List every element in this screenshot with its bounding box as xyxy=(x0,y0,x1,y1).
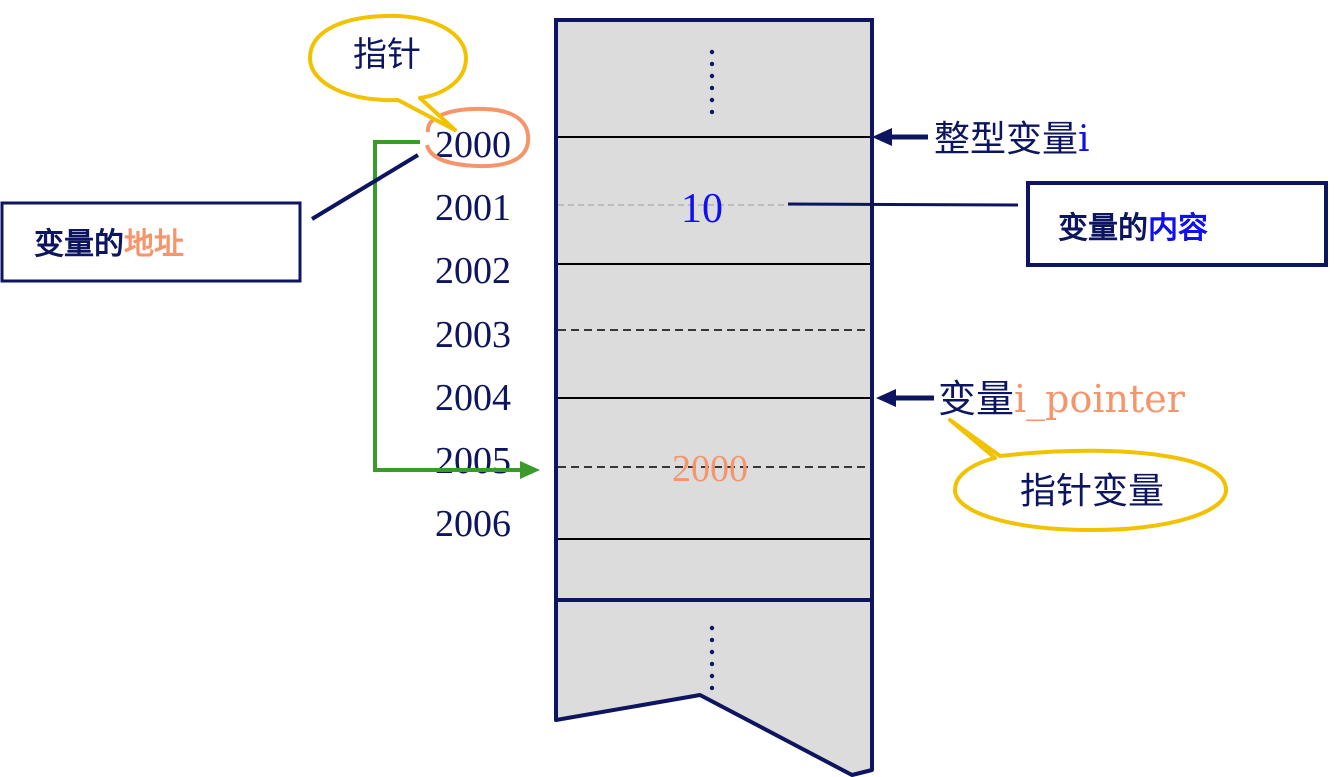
cell-value-i: 10 xyxy=(681,186,723,232)
bubble-pointer-var xyxy=(948,418,1228,532)
memory-block xyxy=(554,18,874,602)
box-address-text: 变量的地址 xyxy=(34,227,184,262)
connector-content xyxy=(787,202,1019,207)
arrowhead-pointer-var xyxy=(876,389,896,407)
arrowhead-green xyxy=(520,461,540,479)
bubble-pointer-var-text: 指针变量 xyxy=(1020,471,1164,512)
address-label: 2000 xyxy=(435,124,511,166)
highlight-circle xyxy=(425,106,531,169)
address-label: 2003 xyxy=(435,314,511,356)
address-label: 2006 xyxy=(435,503,511,545)
box-variable-content xyxy=(1026,181,1328,267)
bubble-pointer xyxy=(308,13,468,132)
connector-address xyxy=(310,153,420,221)
cell-value-pointer: 2000 xyxy=(672,448,748,490)
address-label: 2004 xyxy=(435,377,511,419)
address-label: 2005 xyxy=(435,440,511,482)
box-variable-address xyxy=(0,201,302,283)
address-label: 2002 xyxy=(435,250,511,292)
label-pointer-var: 变量i_pointer xyxy=(938,377,1186,422)
address-bracket-arrow xyxy=(373,140,522,472)
address-labels: 2000 2001 2002 2003 2004 2005 2006 xyxy=(435,124,511,545)
address-label: 2001 xyxy=(435,187,511,229)
ellipsis-bottom xyxy=(709,625,715,691)
arrowhead-int-var xyxy=(872,128,892,146)
box-content-text: 变量的内容 xyxy=(1058,211,1208,246)
ellipsis-top xyxy=(709,49,715,115)
bubble-pointer-text: 指针 xyxy=(353,35,421,75)
label-int-var: 整型变量i xyxy=(934,119,1090,160)
